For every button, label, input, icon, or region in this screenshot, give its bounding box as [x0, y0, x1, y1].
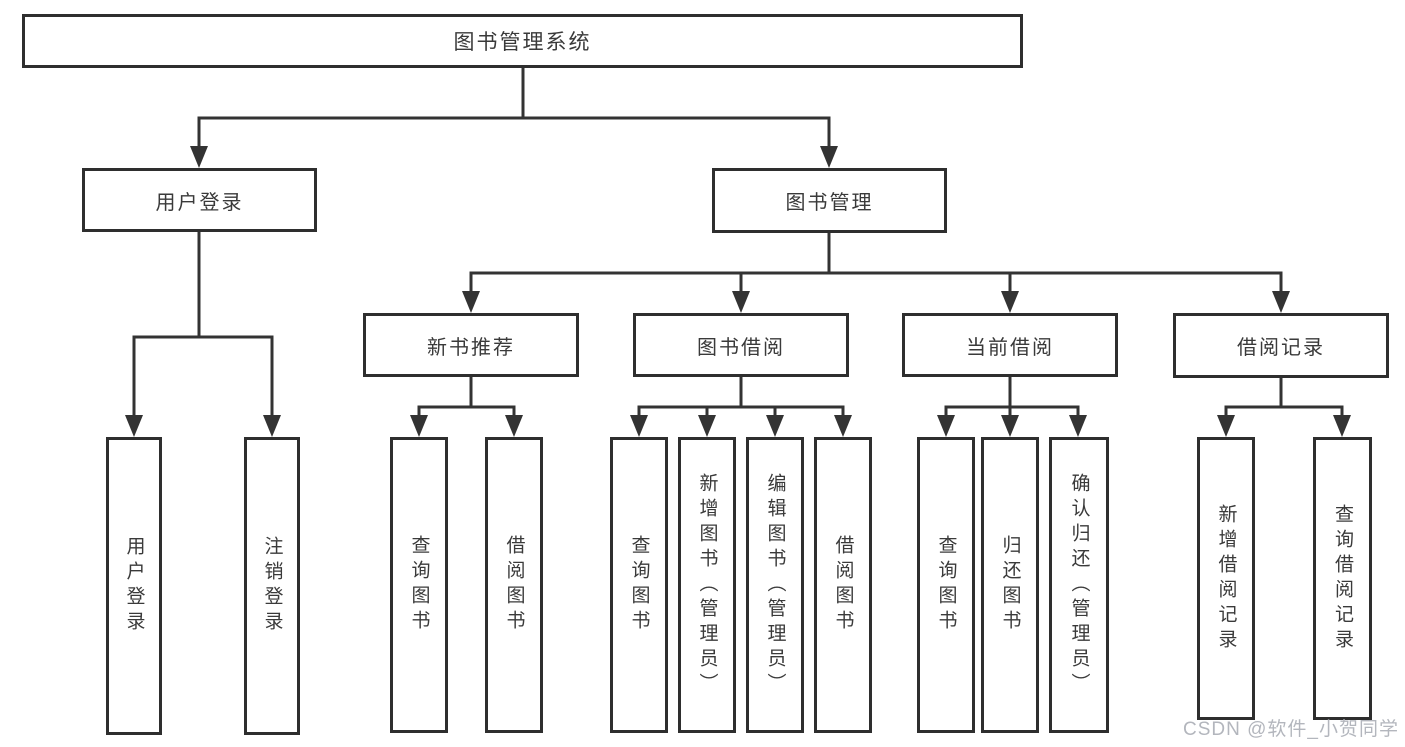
arrowhead-current-borrow [1001, 291, 1019, 313]
leaf-recommend-query-books: 查询图书 [390, 437, 448, 733]
arrowhead-book-borrow-leaf-3 [766, 415, 784, 437]
node-book-borrow-label: 图书借阅 [697, 336, 785, 359]
node-borrow-records: 借阅记录 [1173, 313, 1389, 378]
leaf-confirm-return-admin: 确认归还（管理员） [1049, 437, 1109, 733]
arrowhead-book-borrow-leaf-1 [630, 415, 648, 437]
node-new-book-recommend-label: 新书推荐 [427, 336, 515, 359]
leaf-logout: 注销登录 [244, 437, 300, 735]
connector-level2-branch [197, 116, 831, 147]
node-root-label: 图书管理系统 [453, 31, 592, 54]
leaf-add-books-admin-label: 新增图书（管理员） [696, 472, 718, 698]
node-current-borrow-label: 当前借阅 [966, 336, 1054, 359]
connector-current-borrow-branch [944, 405, 1080, 416]
leaf-add-books-admin: 新增图书（管理员） [678, 437, 736, 733]
arrowhead-current-borrow-leaf-2 [1001, 415, 1019, 437]
connector-user-login-branch [132, 335, 274, 416]
leaf-recommend-borrow-books-label: 借阅图书 [503, 535, 525, 635]
leaf-user-login-label: 用户登录 [123, 536, 145, 636]
leaf-query-borrow-record-label: 查询借阅记录 [1332, 503, 1353, 654]
leaf-add-borrow-record-label: 新增借阅记录 [1215, 503, 1237, 654]
arrowhead-records-leaf-2 [1333, 415, 1351, 437]
leaf-confirm-return-admin-label: 确认归还（管理员） [1068, 472, 1090, 698]
node-root: 图书管理系统 [22, 14, 1023, 68]
arrowhead-new-book-recommend [462, 291, 480, 313]
csdn-watermark: CSDN @软件_小贺同学 [1183, 719, 1399, 740]
connector-borrow-records-branch [1224, 405, 1344, 416]
leaf-borrow-query-books: 查询图书 [610, 437, 668, 733]
arrowhead-borrow-records [1272, 291, 1290, 313]
arrowhead-leaf-user-login [125, 415, 143, 437]
leaf-current-query-books: 查询图书 [917, 437, 975, 733]
leaf-current-query-books-label: 查询图书 [935, 535, 957, 635]
leaf-borrow-books-label: 借阅图书 [832, 535, 854, 635]
node-book-borrow: 图书借阅 [633, 313, 849, 377]
arrowhead-current-borrow-leaf-3 [1069, 415, 1087, 437]
leaf-borrow-books: 借阅图书 [814, 437, 872, 733]
leaf-add-borrow-record: 新增借阅记录 [1197, 437, 1255, 720]
node-new-book-recommend: 新书推荐 [363, 313, 579, 377]
arrowhead-leaf-logout [263, 415, 281, 437]
arrowhead-current-borrow-leaf-1 [937, 415, 955, 437]
arrowhead-recommend-leaf-2 [505, 415, 523, 437]
arrowhead-book-borrow-leaf-4 [834, 415, 852, 437]
arrowhead-user-login [190, 146, 208, 168]
arrowhead-recommend-leaf-1 [410, 415, 428, 437]
connector-book-borrow-branch [637, 405, 845, 416]
node-book-management-module-label: 图书管理 [785, 192, 874, 214]
leaf-logout-label: 注销登录 [261, 536, 283, 636]
node-user-login-module: 用户登录 [82, 168, 317, 232]
leaf-recommend-borrow-books: 借阅图书 [485, 437, 543, 733]
arrowhead-book-management [820, 146, 838, 168]
connector-recommend-branch [417, 405, 516, 416]
connector-level3-branch [469, 271, 1283, 292]
leaf-recommend-query-books-label: 查询图书 [408, 535, 430, 635]
arrowhead-book-borrow-leaf-2 [698, 415, 716, 437]
leaf-user-login: 用户登录 [106, 437, 162, 735]
leaf-edit-books-admin: 编辑图书（管理员） [746, 437, 804, 733]
arrowhead-records-leaf-1 [1217, 415, 1235, 437]
node-current-borrow: 当前借阅 [902, 313, 1118, 377]
arrowhead-book-borrow [732, 291, 750, 313]
leaf-return-books: 归还图书 [981, 437, 1039, 733]
leaf-borrow-query-books-label: 查询图书 [628, 535, 650, 635]
node-borrow-records-label: 借阅记录 [1237, 337, 1325, 359]
leaf-edit-books-admin-label: 编辑图书（管理员） [764, 472, 786, 698]
node-user-login-module-label: 用户登录 [155, 191, 244, 214]
leaf-return-books-label: 归还图书 [999, 535, 1021, 635]
leaf-query-borrow-record: 查询借阅记录 [1313, 437, 1372, 720]
node-book-management-module: 图书管理 [712, 168, 947, 233]
